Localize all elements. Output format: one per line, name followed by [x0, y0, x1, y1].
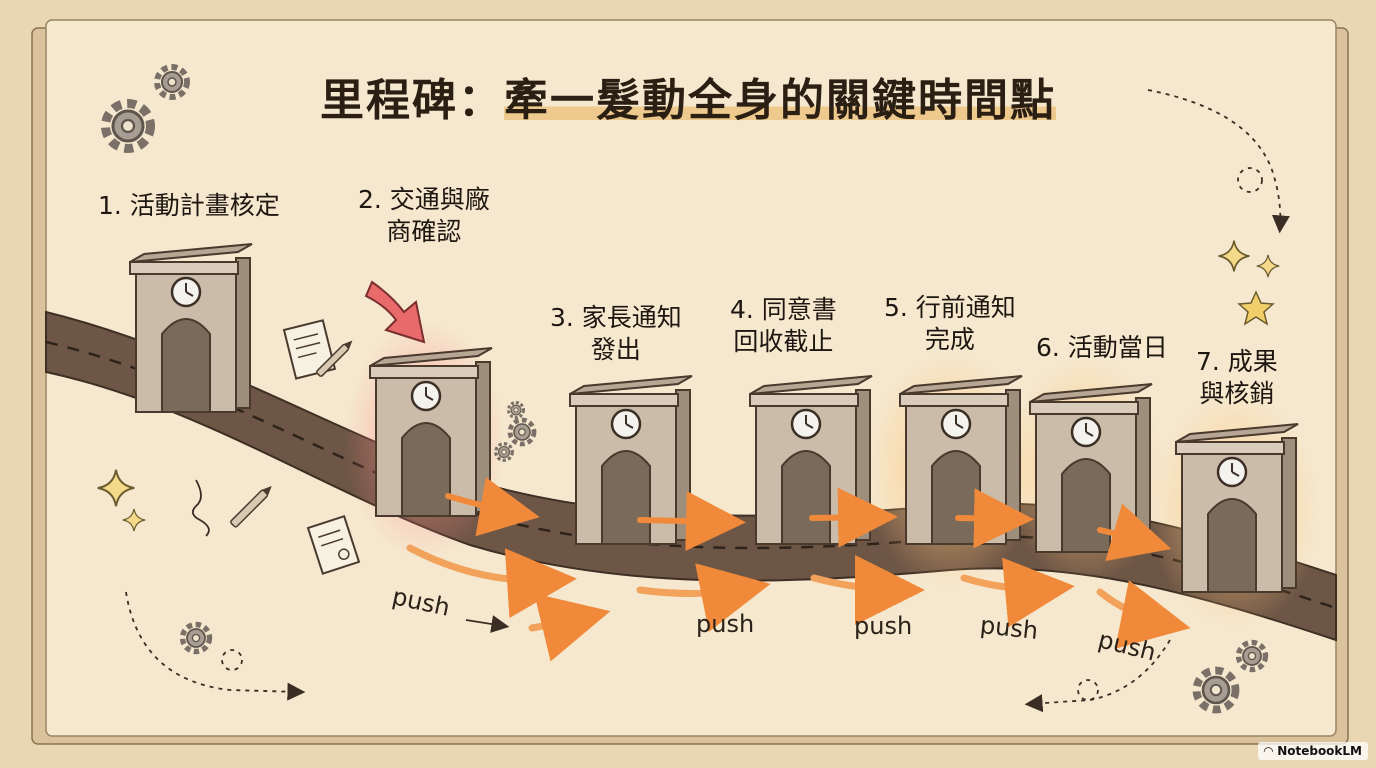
notebooklm-logo-icon: ◠ [1263, 744, 1278, 758]
milestone-gate-6 [1028, 382, 1154, 554]
brand-label: NotebookLM [1277, 744, 1362, 758]
milestone-gate-7 [1174, 422, 1300, 594]
push-label: push [696, 610, 755, 638]
scribble [191, 479, 210, 537]
push-label: push [978, 611, 1040, 645]
star-icon [1237, 290, 1275, 326]
milestone-label-7: 7. 成果與核銷 [1196, 347, 1278, 408]
title-main: 牽一髮動全身的關鍵時間點 [504, 75, 1056, 126]
push-arrows [406, 544, 1191, 662]
page-title: 里程碑：牽一髮動全身的關鍵時間點 [0, 64, 1376, 128]
brand-badge: ◠ NotebookLM [1257, 742, 1368, 760]
document-icon [306, 514, 361, 575]
document-icon [282, 319, 337, 380]
push-label: push [854, 612, 913, 640]
milestone-label-5: 5. 行前通知完成 [884, 293, 1016, 354]
milestone-gate-2 [368, 346, 494, 518]
milestone-label-2: 2. 交通與廠商確認 [358, 185, 490, 246]
road-centerline [45, 340, 1337, 610]
push-arrow-small [465, 615, 510, 633]
milestone-label-6: 6. 活動當日 [1036, 333, 1168, 362]
red-pointer-arrow [364, 280, 426, 344]
road-arrows [445, 477, 1172, 562]
title-prefix: 里程碑： [320, 75, 504, 126]
pen-icon [230, 485, 272, 528]
milestone-label-1: 1. 活動計畫核定 [98, 191, 280, 220]
pen-icon [316, 340, 353, 377]
dotted-arrows [125, 89, 1290, 713]
milestone-gate-1 [128, 242, 254, 414]
milestone-label-3: 3. 家長通知發出 [550, 303, 682, 364]
milestone-label-4: 4. 同意書回收截止 [730, 295, 837, 356]
